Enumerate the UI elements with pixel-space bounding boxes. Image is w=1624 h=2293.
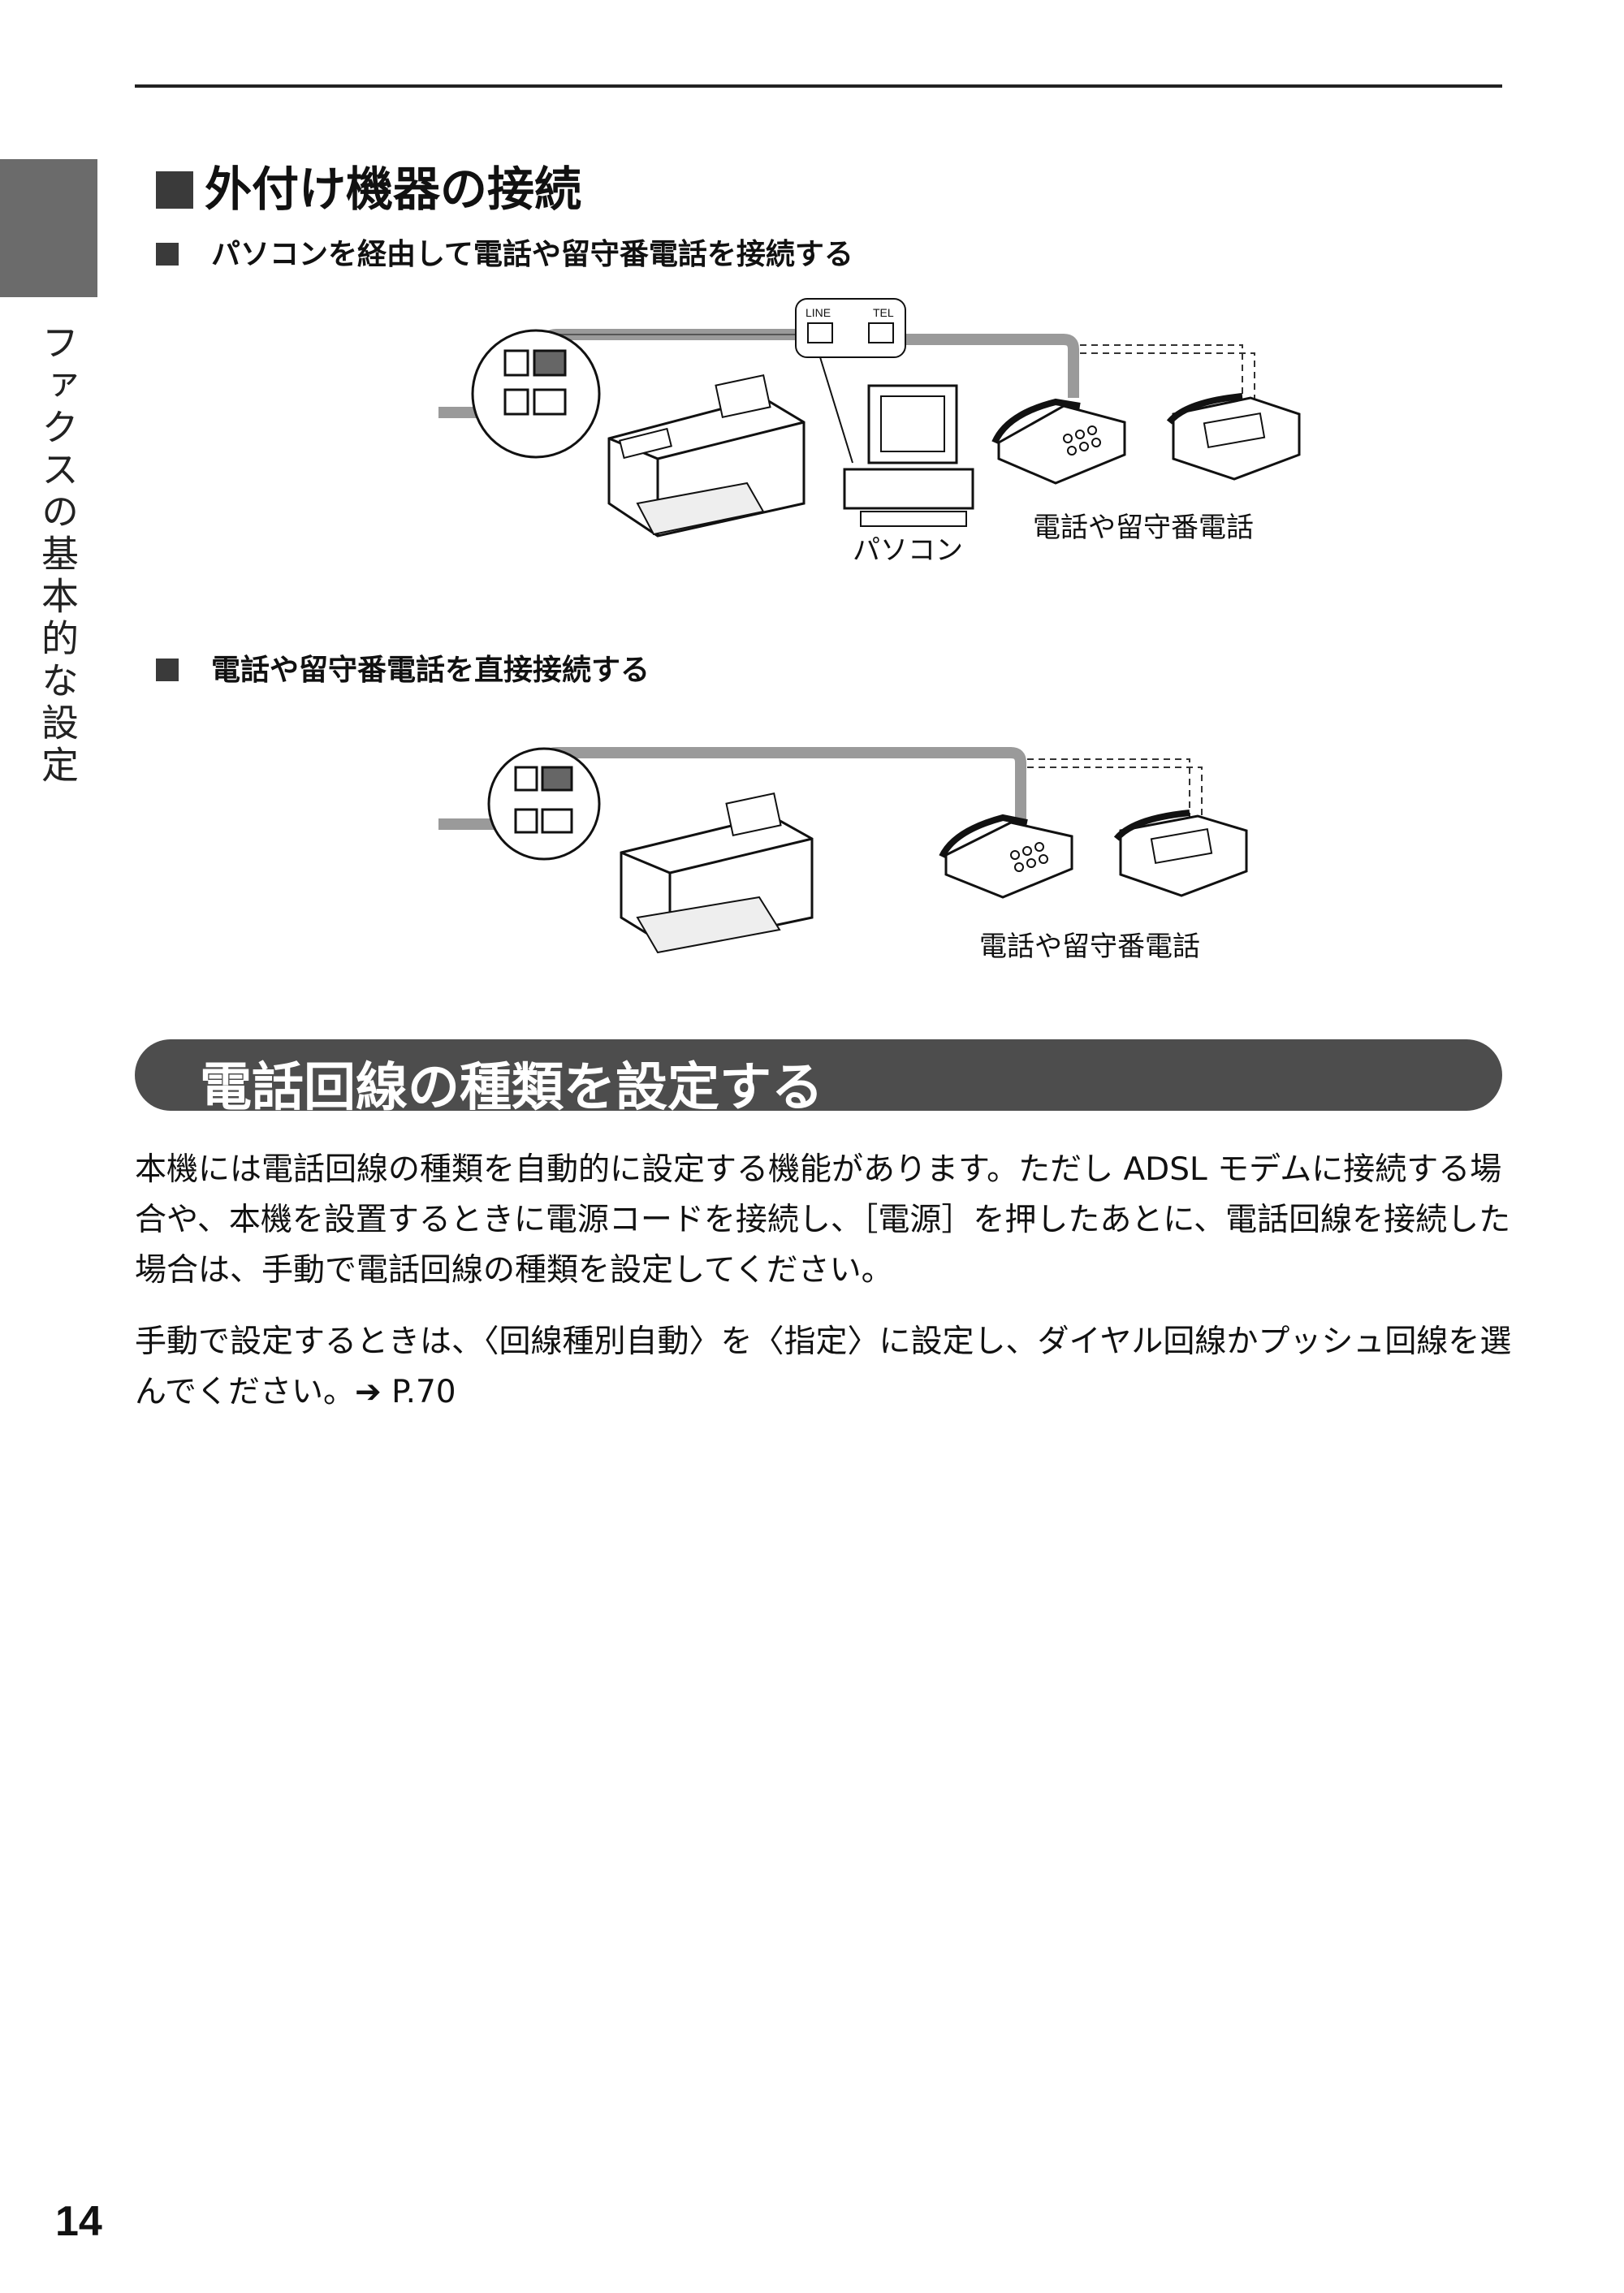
port-line-label: LINE <box>806 306 831 319</box>
phone-jack-icon <box>487 747 601 861</box>
phone-label-1: 電話や留守番電話 <box>1033 512 1254 544</box>
port-tel-label: TEL <box>873 306 894 319</box>
square-bullet-icon <box>156 243 179 266</box>
square-bullet-icon <box>156 659 179 681</box>
printer-icon <box>607 374 806 538</box>
banner-title: 電話回線の種類を設定する <box>200 1058 823 1118</box>
diagram-direct <box>438 747 1248 954</box>
cable-printer-to-phone <box>542 747 1026 824</box>
dashed-line-to-fax <box>1080 344 1243 410</box>
pc-label: パソコン <box>853 534 963 567</box>
telephone-icon <box>939 814 1073 899</box>
side-chapter-title: ファクスの基本的な設定 <box>36 323 80 788</box>
top-rule <box>135 84 1502 88</box>
body-paragraph-2: 手動で設定するときは、〈回線種別自動〉を〈指定〉に設定し、ダイヤル回線かプッシュ… <box>135 1324 1512 1410</box>
fax-machine-icon <box>1113 810 1248 897</box>
square-bullet-icon <box>156 171 193 209</box>
subsection-heading-direct: 電話や留守番電話を直接接続する <box>156 646 650 689</box>
telephone-icon <box>991 398 1126 485</box>
body-paragraph-1: 本機には電話回線の種類を自動的に設定する機能があります。ただし ADSL モデム… <box>135 1151 1511 1289</box>
dashed-line-to-fax <box>1027 758 1190 824</box>
fax-machine-icon <box>1166 393 1301 481</box>
subsection-heading-pc-text: パソコンを経由して電話や留守番電話を接続する <box>211 238 853 271</box>
printer-icon <box>620 792 814 954</box>
computer-icon <box>843 384 974 527</box>
phone-label-2: 電話や留守番電話 <box>979 931 1200 963</box>
diagram-via-pc: LINE TEL <box>438 298 1301 538</box>
subsection-heading-direct-text: 電話や留守番電話を直接接続する <box>211 654 650 687</box>
subsection-heading-pc: パソコンを経由して電話や留守番電話を接続する <box>156 231 853 273</box>
section-heading-text: 外付け機器の接続 <box>205 162 582 217</box>
page-number: 14 <box>55 2198 102 2245</box>
section-banner: 電話回線の種類を設定する <box>135 1039 1502 1118</box>
section-heading: 外付け機器の接続 <box>156 151 581 219</box>
side-tab-marker <box>0 159 97 297</box>
